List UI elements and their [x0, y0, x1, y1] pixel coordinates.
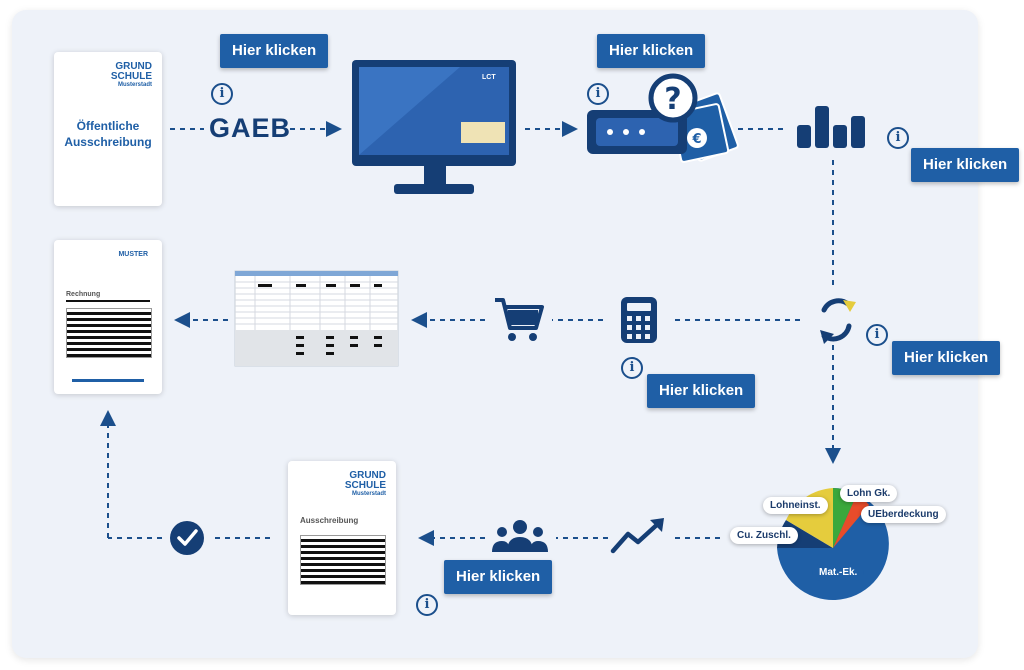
pie-label-mat: Mat.-Ek.: [812, 564, 865, 581]
bottom-doc-title: Ausschreibung: [300, 516, 359, 525]
bottom-doc-table: [300, 535, 386, 585]
tender-logo-line2: SCHULE: [110, 71, 152, 82]
bottom-logo-line1: GRUND: [349, 470, 386, 481]
calculator-icon: [621, 297, 657, 343]
info-icon[interactable]: i: [416, 594, 438, 616]
gaeb-label: GAEB: [209, 113, 292, 143]
info-icon[interactable]: i: [211, 83, 233, 105]
bar-chart-icon: [797, 106, 865, 148]
info-button-calculator[interactable]: Hier klicken: [647, 374, 756, 408]
info-icon[interactable]: i: [866, 324, 888, 346]
invoice-logo: MUSTER: [118, 251, 148, 258]
info-button-pricing[interactable]: Hier klicken: [597, 34, 706, 68]
info-button-gaeb[interactable]: Hier klicken: [220, 34, 329, 68]
bottom-tender-document: GRUND SCHULE Musterstadt Ausschreibung: [288, 461, 396, 615]
invoice-rule: [66, 300, 150, 302]
invoice-document: MUSTER Rechnung: [54, 240, 162, 394]
tender-title: Öffentliche Ausschreibung: [64, 119, 152, 150]
bottom-logo-line3: Musterstadt: [351, 491, 386, 497]
cart-icon: [495, 298, 544, 341]
refresh-icon: [820, 298, 856, 344]
bottom-logo: GRUND SCHULE Musterstadt: [344, 470, 386, 498]
money-question-icon: € ?: [587, 73, 739, 163]
info-button-analysis[interactable]: Hier klicken: [911, 148, 1020, 182]
tender-logo-line3: Musterstadt: [117, 82, 152, 88]
info-button-tender[interactable]: Hier klicken: [444, 560, 553, 594]
svg-text:?: ?: [664, 82, 681, 117]
info-icon[interactable]: i: [887, 127, 909, 149]
tender-document: GRUND SCHULE Musterstadt Öffentliche Aus…: [54, 52, 162, 206]
pie-label-lohneinst: Lohneinst.: [763, 497, 828, 514]
pie-label-lohngk: Lohn Gk.: [840, 485, 898, 502]
svg-text:€: €: [691, 132, 701, 147]
info-icon[interactable]: i: [587, 83, 609, 105]
info-icon[interactable]: i: [621, 357, 643, 379]
tender-logo: GRUND SCHULE Musterstadt: [110, 61, 152, 89]
spreadsheet-icon: [234, 270, 399, 367]
invoice-title: Rechnung: [66, 291, 101, 298]
trend-icon: [610, 518, 664, 554]
bottom-logo-line2: SCHULE: [344, 480, 386, 491]
pie-label-ueber: UEberdeckung: [861, 506, 946, 523]
monitor-icon: [352, 60, 516, 194]
tender-logo-line1: GRUND: [115, 61, 152, 72]
invoice-footer-rule: [72, 379, 144, 382]
monitor-brand: LCT: [482, 74, 496, 81]
check-icon: [170, 521, 204, 555]
team-icon: [492, 520, 548, 552]
pie-label-cu: Cu. Zuschl.: [730, 527, 798, 544]
info-button-refresh[interactable]: Hier klicken: [892, 341, 1001, 375]
invoice-table: [66, 308, 152, 358]
